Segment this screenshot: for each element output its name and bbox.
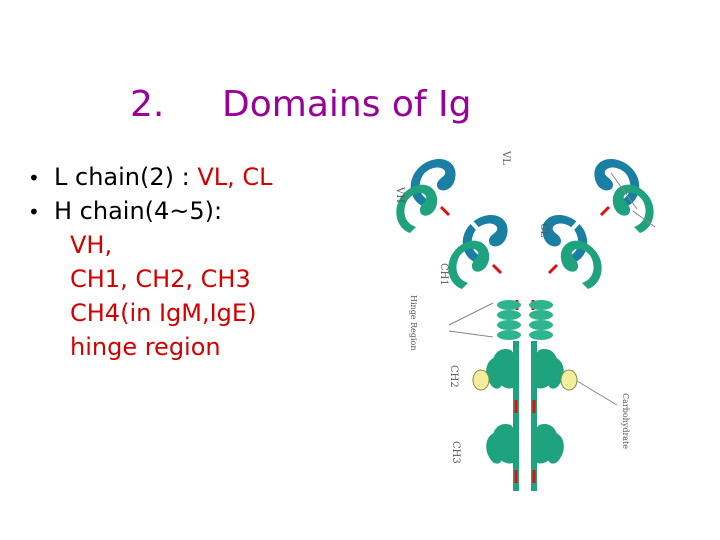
- h-chain-item-ch: CH1, CH2, CH3: [70, 265, 251, 293]
- l-chain-domains: VL, CL: [197, 163, 273, 191]
- ch2-domain-right-loop: [547, 357, 564, 389]
- label-hinge: Hinge Region: [409, 295, 418, 351]
- bullet-dot: •: [28, 200, 40, 224]
- ch1-domain-left: [448, 240, 490, 289]
- label-ch2: CH2: [448, 365, 459, 388]
- label-leaders: [448, 172, 656, 406]
- label-vh: VH: [394, 186, 405, 203]
- label-ch3: CH3: [450, 441, 461, 464]
- ch3-domain-left-loop: [486, 432, 503, 464]
- h-chain-label: H chain(4~5):: [54, 197, 223, 225]
- carbohydrate-right: [560, 369, 578, 391]
- heavy-chain-left-arm: [396, 184, 490, 289]
- label-carbohydrate: Carbohydrate: [621, 393, 630, 449]
- fc-stem-left: [513, 341, 519, 491]
- label-cl: CL: [538, 223, 549, 238]
- label-ch1: CH1: [438, 263, 449, 286]
- heavy-chain-fc: [486, 341, 564, 491]
- title-text: Domains of Ig: [222, 84, 472, 125]
- h-chain-item-ch4: CH4(in IgM,IgE): [70, 299, 257, 327]
- bullet-h-chain: • H chain(4~5):: [28, 194, 388, 228]
- ch2-domain-left-loop: [486, 357, 503, 389]
- vl-domain-right: [594, 158, 640, 207]
- vl-domain-left: [410, 158, 456, 207]
- bullet-list: •L chain(2) : VL, CL •H chain(4~5): VH, …: [28, 160, 388, 364]
- slide-title: 2. Domains of Ig: [0, 84, 720, 140]
- label-vl: VL: [500, 150, 511, 165]
- fc-stem-right: [531, 341, 537, 491]
- bullet-l-chain: • L chain(2) : VL, CL: [28, 160, 388, 194]
- carbohydrate-left: [472, 369, 490, 391]
- fc-disulfides: [514, 400, 536, 483]
- l-chain-label: L chain(2) :: [54, 163, 198, 191]
- title-number: 2.: [130, 84, 165, 125]
- h-chain-item-hinge: hinge region: [70, 333, 221, 361]
- heavy-chain-right-arm: [560, 184, 654, 289]
- ch3-domain-right-loop: [547, 432, 564, 464]
- bullet-dot: •: [28, 166, 40, 190]
- h-chain-item-vh: VH,: [70, 231, 113, 259]
- light-chain-strands: [445, 193, 605, 239]
- vh-domain-right: [612, 184, 654, 233]
- ch1-domain-right: [560, 240, 602, 289]
- disulfide-bonds: [439, 205, 611, 310]
- hinge-region: [497, 300, 553, 340]
- vh-domain-left: [396, 184, 438, 233]
- antibody-diagram: VL VH CL CH1 Hinge Region CH2 Carbohydra…: [394, 150, 656, 491]
